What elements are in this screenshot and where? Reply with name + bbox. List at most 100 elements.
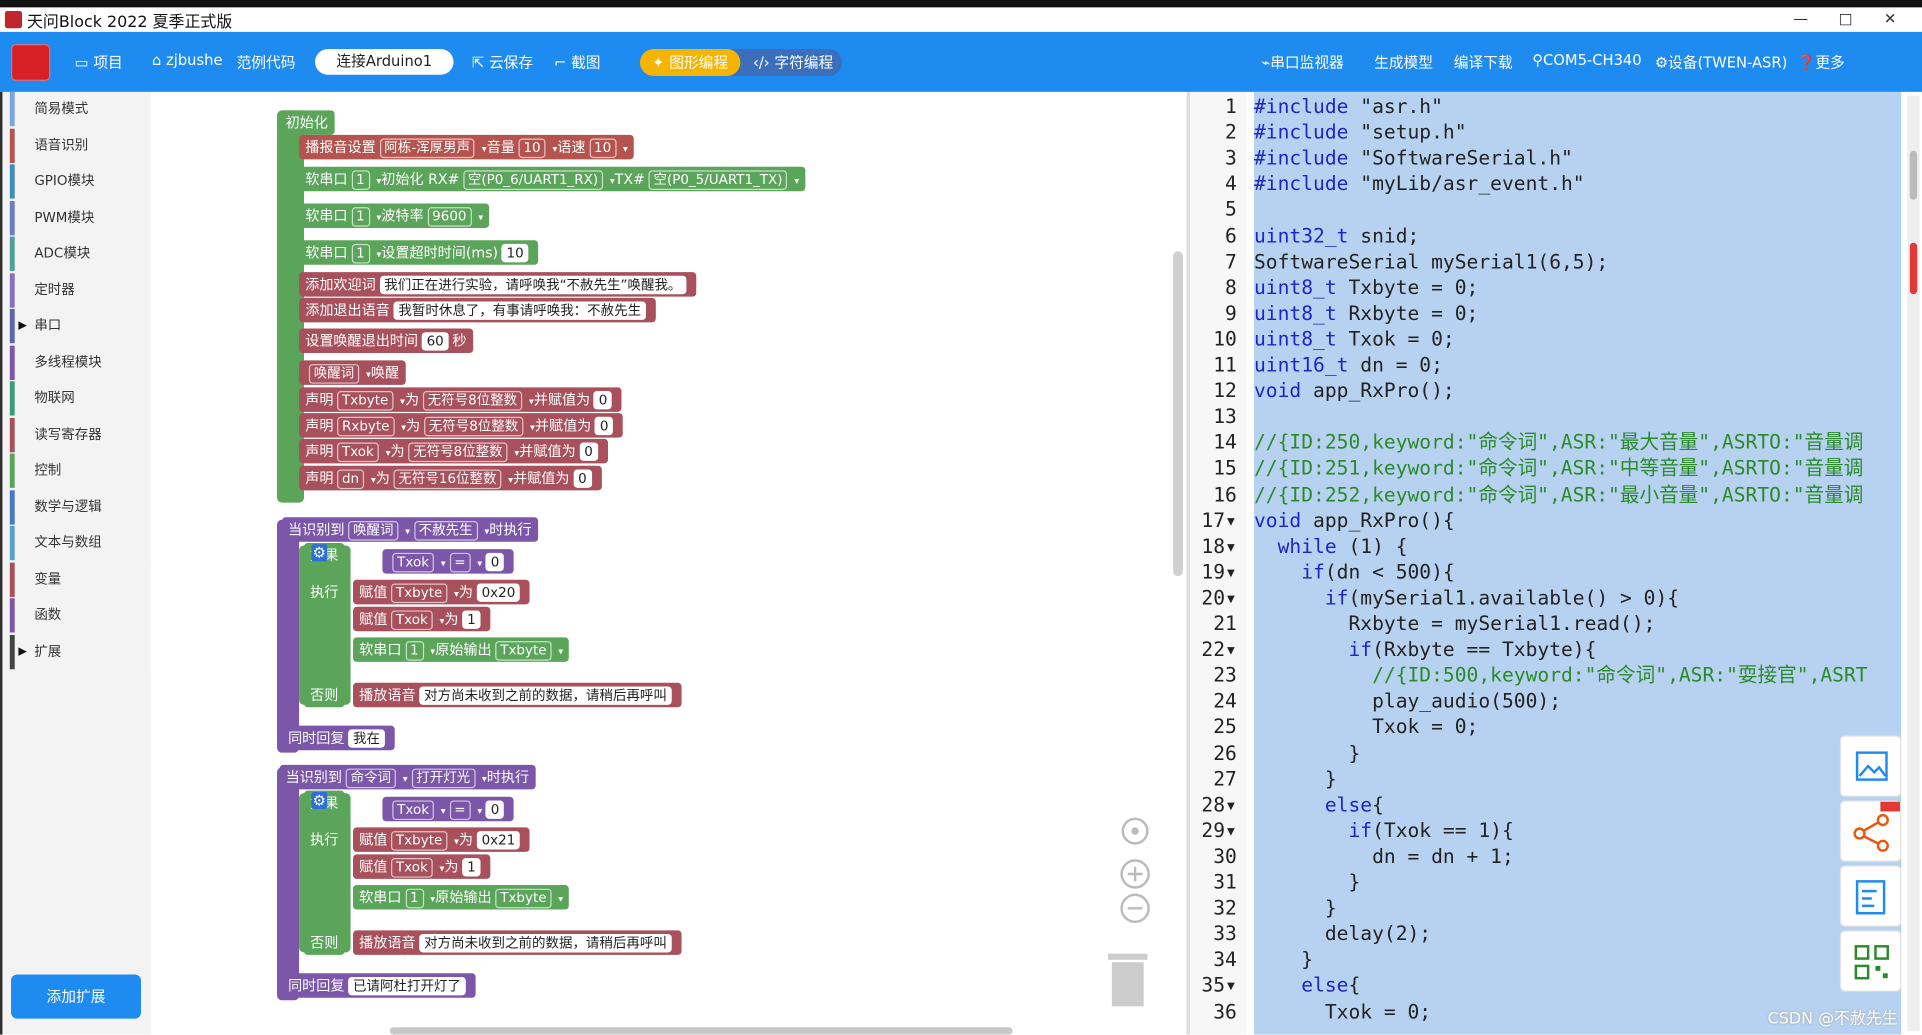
block-26[interactable]: 执行: [303, 827, 345, 852]
block-dropdown[interactable]: Txbyte: [391, 583, 448, 604]
block-dropdown[interactable]: Txok: [391, 858, 433, 878]
code-line[interactable]: dn = dn + 1;: [1253, 844, 1514, 868]
code-line[interactable]: play_audio(500);: [1253, 689, 1561, 713]
block-dropdown[interactable]: 唤醒词: [308, 364, 360, 384]
code-line[interactable]: void app_RxPro();: [1253, 378, 1455, 403]
code-line[interactable]: Txok = 0;: [1253, 715, 1479, 739]
code-line[interactable]: SoftwareSerial mySerial1(6,5);: [1253, 249, 1609, 273]
block-dropdown[interactable]: Txbyte: [337, 391, 394, 411]
block-0[interactable]: 初始化: [279, 110, 335, 135]
block-23[interactable]: 当识别到命令词 ▾打开灯光 ▾时执行: [279, 764, 536, 790]
sidebar-item-9[interactable]: 读写寄存器: [9, 417, 154, 452]
block-dropdown[interactable]: 空(P0_6/UART1_RX): [463, 170, 604, 190]
block-input-field[interactable]: 10: [501, 243, 529, 263]
block-dropdown[interactable]: Txok: [337, 442, 379, 463]
workspace-vertical-scrollbar[interactable]: [1173, 251, 1183, 577]
project-menu[interactable]: ▭ 项目: [75, 51, 123, 72]
code-line[interactable]: #include "myLib/asr_event.h": [1253, 171, 1585, 196]
sidebar-item-3[interactable]: PWM模块: [9, 200, 154, 235]
block-dropdown[interactable]: Txok: [391, 610, 433, 631]
sidebar-item-7[interactable]: 多线程模块: [9, 345, 154, 380]
block-21[interactable]: 播放语音对方尚未收到之前的数据，请稍后再呼叫: [353, 682, 682, 708]
block-dropdown[interactable]: 1: [351, 207, 370, 227]
sidebar-item-6[interactable]: ▶串口: [9, 308, 154, 344]
sidebar-item-13[interactable]: 变量: [9, 562, 154, 597]
block-dropdown[interactable]: 不赦先生: [413, 520, 478, 541]
block-dropdown[interactable]: Txok: [392, 800, 434, 821]
code-line[interactable]: }: [1253, 947, 1314, 972]
block-dropdown[interactable]: 10: [518, 138, 546, 159]
add-extension-button[interactable]: 添加扩展: [11, 974, 141, 1019]
block-dropdown[interactable]: 9600: [427, 207, 472, 227]
mutator-gear-icon[interactable]: ⚙: [311, 544, 328, 562]
code-line[interactable]: void app_RxPro(){: [1253, 508, 1455, 532]
sidebar-item-10[interactable]: 控制: [9, 453, 154, 488]
sidebar-item-14[interactable]: 函数: [9, 598, 154, 633]
sidebar-item-15[interactable]: ▶扩展: [9, 634, 154, 669]
block-input-field[interactable]: 0: [485, 552, 505, 572]
code-line[interactable]: uint8_t Txok = 0;: [1253, 327, 1455, 351]
block-30[interactable]: 否则: [303, 930, 345, 955]
block-6[interactable]: 添加退出语音我暂时休息了，有事请呼唤我：不赦先生: [299, 297, 656, 323]
user-menu[interactable]: ⌂ zjbushe: [152, 51, 223, 68]
sidebar-item-12[interactable]: 文本与数组: [9, 525, 154, 561]
block-dropdown[interactable]: 唤醒词: [348, 520, 399, 541]
block-dropdown[interactable]: 1: [405, 641, 424, 661]
block-8[interactable]: 唤醒词 ▾唤醒: [299, 360, 406, 385]
block-input-field[interactable]: 1: [462, 858, 481, 877]
examples-button[interactable]: 范例代码: [236, 53, 296, 72]
qrcode-float-button[interactable]: [1839, 930, 1902, 992]
sidebar-item-2[interactable]: GPIO模块: [9, 164, 154, 199]
block-input-field[interactable]: 0: [485, 800, 505, 819]
maximize-button[interactable]: □: [1838, 9, 1853, 27]
block-32[interactable]: 同时回复已请阿杜打开灯了: [281, 973, 476, 998]
code-line[interactable]: #include "asr.h": [1253, 94, 1443, 118]
code-line[interactable]: if(dn < 500){: [1301, 559, 1455, 584]
block-31[interactable]: 播放语音对方尚未收到之前的数据，请稍后再呼叫: [353, 930, 682, 955]
code-line[interactable]: if(Rxbyte == Txbyte){: [1348, 637, 1597, 661]
code-line[interactable]: //{ID:500,keyword:"命令词",ASR:"耍接官",ASRT: [1253, 663, 1868, 687]
code-line[interactable]: //{ID:251,keyword:"命令词",ASR:"中等音量",ASRTO…: [1253, 456, 1864, 480]
zoom-out-icon[interactable]: [1120, 893, 1150, 924]
block-dropdown[interactable]: 无符号8位整数: [423, 416, 524, 437]
workspace-horizontal-scrollbar[interactable]: [389, 1027, 1013, 1035]
block-dropdown[interactable]: 1: [405, 888, 424, 909]
sidebar-item-4[interactable]: ADC模块: [9, 236, 154, 271]
block-dropdown[interactable]: Txbyte: [391, 831, 448, 851]
close-button[interactable]: ✕: [1884, 9, 1897, 27]
sidebar-item-1[interactable]: 语音识别: [9, 128, 154, 163]
sidebar-item-0[interactable]: 简易模式: [9, 91, 154, 127]
block-dropdown[interactable]: 10: [589, 138, 617, 159]
text-mode-tab[interactable]: ‹/› 字符编程: [744, 49, 842, 76]
block-16[interactable]: 执行: [303, 579, 345, 605]
minimize-button[interactable]: —: [1793, 9, 1809, 27]
trash-icon[interactable]: [1106, 949, 1150, 1008]
code-line[interactable]: uint8_t Rxbyte = 0;: [1253, 301, 1479, 325]
block-input-field[interactable]: 0: [579, 442, 598, 461]
block-dropdown[interactable]: 1: [351, 170, 370, 190]
block-dropdown[interactable]: dn: [337, 469, 365, 490]
device-select[interactable]: ⚙设备(TWEN-ASR): [1655, 51, 1788, 72]
block-dropdown[interactable]: 无符号8位整数: [408, 442, 508, 463]
block-input-field[interactable]: 对方尚未收到之前的数据，请稍后再呼叫: [419, 686, 672, 705]
block-dropdown[interactable]: 阿栋-浑厚男声: [379, 138, 475, 159]
block-20[interactable]: 否则: [303, 682, 345, 708]
code-line[interactable]: uint32_t snid;: [1253, 223, 1420, 247]
block-input-field[interactable]: 我在: [348, 729, 385, 748]
code-line[interactable]: #include "SoftwareSerial.h": [1253, 146, 1573, 170]
recenter-icon[interactable]: [1121, 817, 1149, 845]
block-input-field[interactable]: 对方尚未收到之前的数据，请稍后再呼叫: [419, 934, 672, 953]
code-line[interactable]: //{ID:250,keyword:"命令词",ASR:"最大音量",ASRTO…: [1253, 430, 1864, 454]
code-line[interactable]: #include "setup.h": [1253, 120, 1467, 144]
block-dropdown[interactable]: Rxbyte: [337, 416, 395, 437]
block-dropdown[interactable]: Txbyte: [495, 888, 552, 909]
block-dropdown[interactable]: Txbyte: [495, 641, 552, 661]
code-line[interactable]: uint8_t Txbyte = 0;: [1253, 275, 1479, 299]
